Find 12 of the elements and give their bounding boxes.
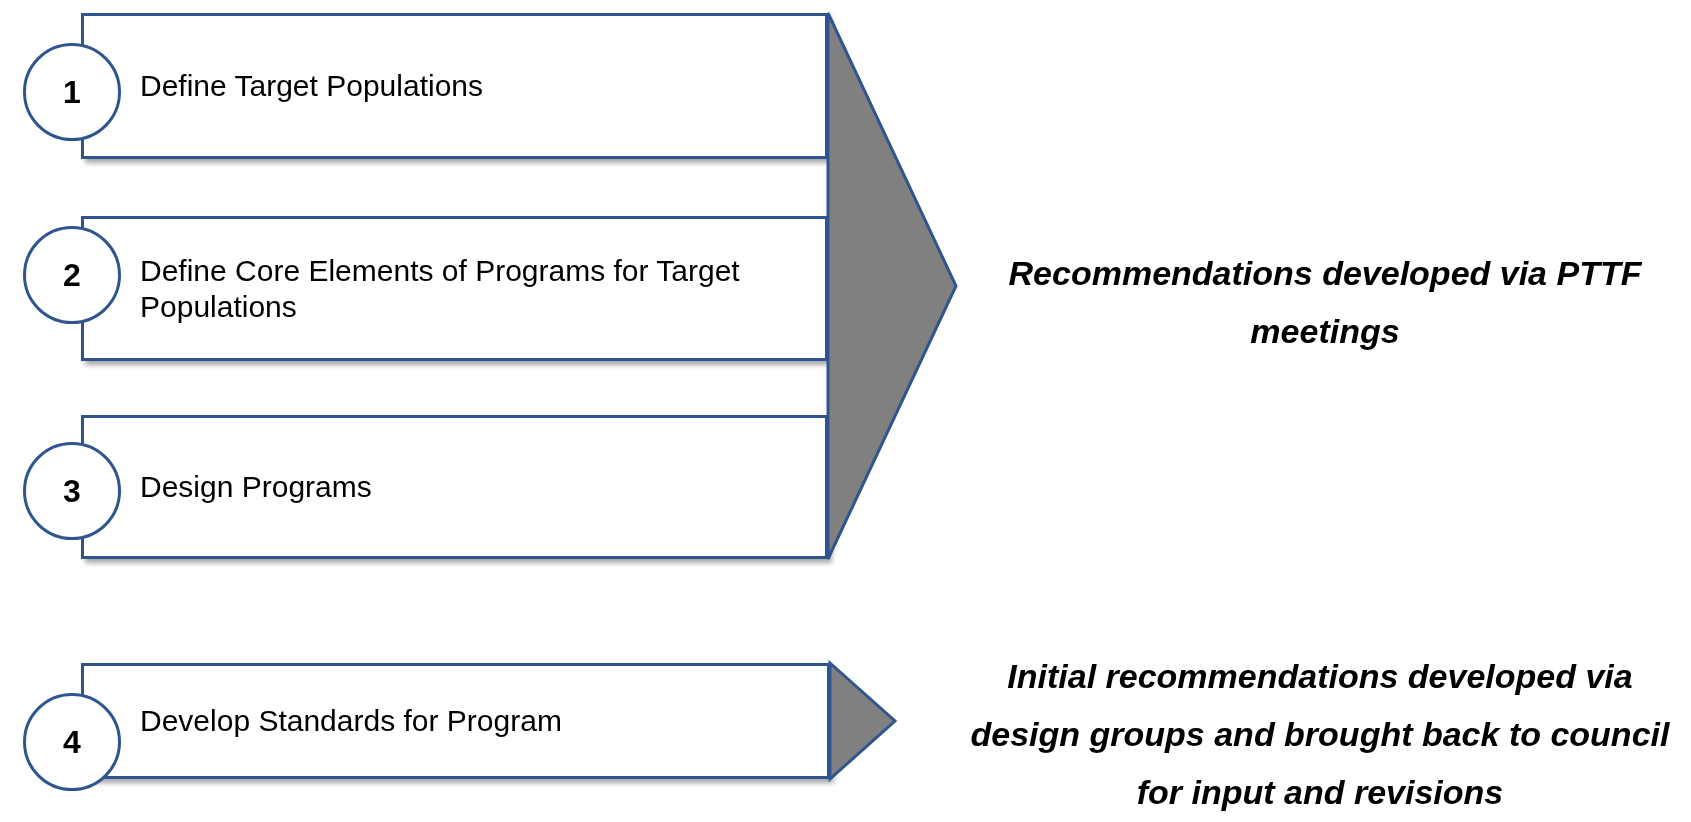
note-text: Initial recommendations developed via design groups and brought back to council for input and revisions bbox=[969, 656, 1671, 813]
step-box: Define Target Populations bbox=[81, 13, 828, 159]
step-box: Develop Standards for Program bbox=[81, 663, 830, 779]
step-number-circle: 4 bbox=[23, 693, 121, 791]
note-text: Recommendations developed via PTTF meetings bbox=[1007, 253, 1643, 352]
step-number-circle: 1 bbox=[23, 43, 121, 141]
arrow-triangle bbox=[828, 659, 898, 783]
step-box: Define Core Elements of Programs for Target Populations bbox=[81, 216, 828, 361]
arrow-triangle bbox=[826, 11, 958, 561]
step-box: Design Programs bbox=[81, 415, 828, 559]
step-number-circle: 2 bbox=[23, 226, 121, 324]
step-number-circle: 3 bbox=[23, 442, 121, 540]
